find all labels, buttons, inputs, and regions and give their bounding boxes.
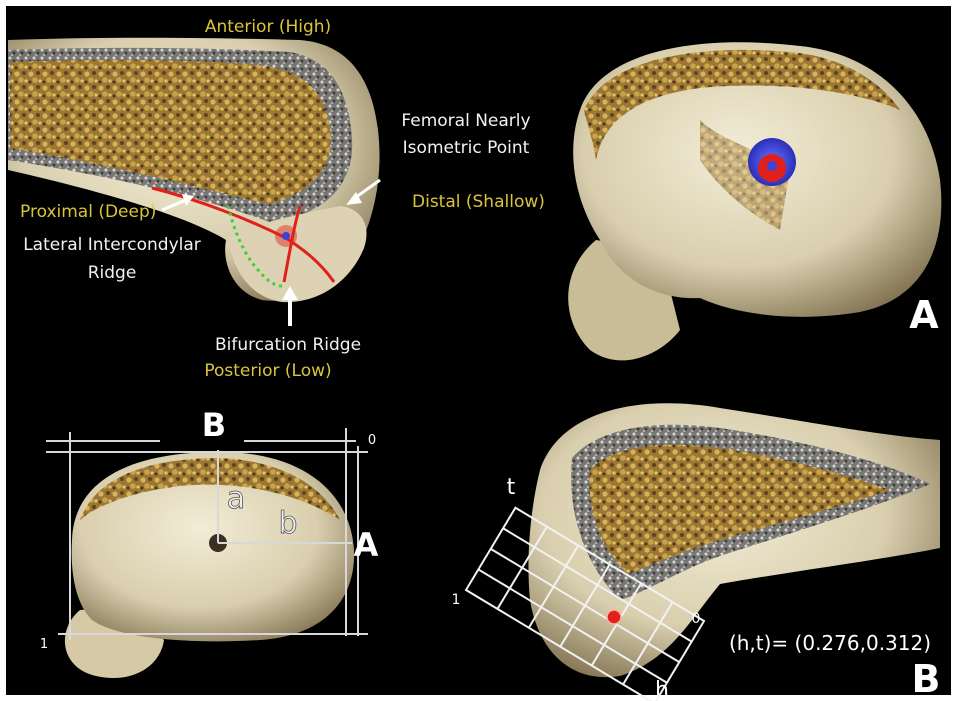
- lir-label-line1: Lateral Intercondylar: [23, 235, 201, 255]
- panel-letter-a: A: [909, 293, 939, 337]
- bl-title-letter: B: [202, 406, 226, 444]
- coordinate-readout: (h,t)= (0.276,0.312): [729, 631, 931, 655]
- bl-label-b: b: [278, 506, 297, 541]
- bl-tick-zero: 0: [368, 433, 376, 448]
- br-panel-letter: B: [912, 657, 941, 701]
- br-label-h: h: [655, 678, 669, 701]
- proximal-label: Proximal (Deep): [20, 202, 156, 222]
- distal-label: Distal (Shallow): [412, 192, 545, 212]
- bl-tick-one: 1: [40, 637, 48, 652]
- femoral-point-label-line1: Femoral Nearly: [401, 111, 530, 131]
- isometric-target-center: [767, 161, 777, 171]
- bl-side-letter: A: [354, 526, 379, 564]
- bifurcation-label: Bifurcation Ridge: [215, 335, 361, 355]
- br-label-t: t: [507, 475, 516, 500]
- bl-label-a: a: [227, 481, 245, 516]
- br-tick-zero: 0: [692, 611, 701, 627]
- isometric-point: [282, 232, 290, 240]
- br-isometric-point: [607, 610, 621, 624]
- anterior-label: Anterior (High): [205, 17, 331, 37]
- femoral-point-label-line2: Isometric Point: [403, 138, 530, 158]
- posterior-label: Posterior (Low): [204, 361, 331, 381]
- lir-label-line2: Ridge: [88, 263, 137, 283]
- br-tick-one: 1: [452, 592, 461, 608]
